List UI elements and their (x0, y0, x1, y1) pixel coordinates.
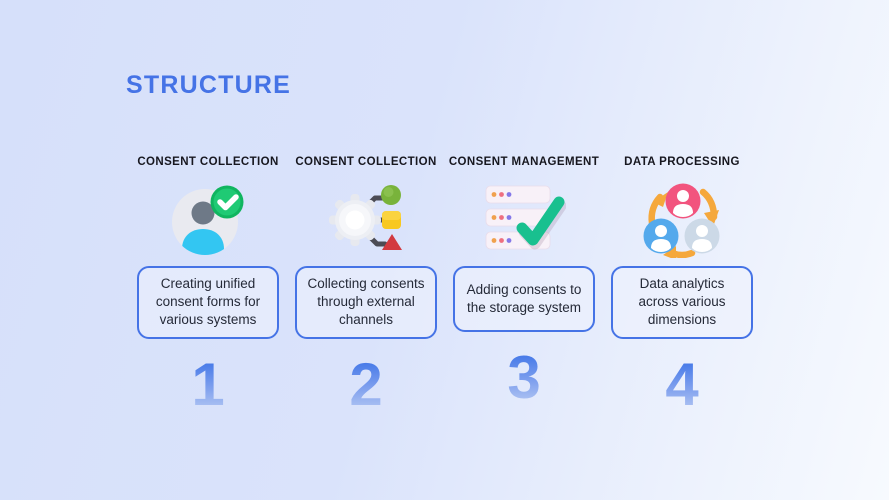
page-title: STRUCTURE (126, 71, 291, 99)
step-description: Data analytics across various dimensions (638, 276, 726, 328)
users-cycle-icon (643, 172, 721, 266)
user-check-icon (169, 172, 247, 266)
step-description-box: Data analytics across various dimensions (611, 266, 753, 339)
step-description-box: Adding consents to the storage system (453, 266, 595, 332)
step-description: Creating unified consent forms for vario… (155, 276, 261, 328)
gear-flow-icon (325, 172, 407, 266)
step-description: Adding consents to the storage system (466, 281, 582, 315)
step-description-box: Collecting consents through external cha… (295, 266, 437, 339)
step-number: 2 (349, 350, 383, 418)
step-column-4: DATA PROCESSING (611, 156, 753, 415)
step-description: Collecting consents through external cha… (307, 276, 425, 328)
step-number: 3 (507, 344, 541, 411)
server-check-icon (482, 172, 566, 266)
step-category: CONSENT COLLECTION (295, 156, 437, 168)
step-column-1: CONSENT COLLECTION Creatin (137, 156, 279, 415)
step-category: DATA PROCESSING (624, 156, 740, 168)
step-column-3: CONSENT MANAGEMENT (449, 156, 599, 415)
step-category: CONSENT MANAGEMENT (448, 156, 600, 168)
step-category: CONSENT COLLECTION (137, 156, 279, 168)
step-column-2: CONSENT COLLECTION (295, 156, 437, 415)
step-number: 4 (665, 350, 699, 418)
step-description-box: Creating unified consent forms for vario… (137, 266, 279, 339)
steps-row: CONSENT COLLECTION Creatin (137, 156, 753, 415)
step-number: 1 (191, 350, 225, 418)
